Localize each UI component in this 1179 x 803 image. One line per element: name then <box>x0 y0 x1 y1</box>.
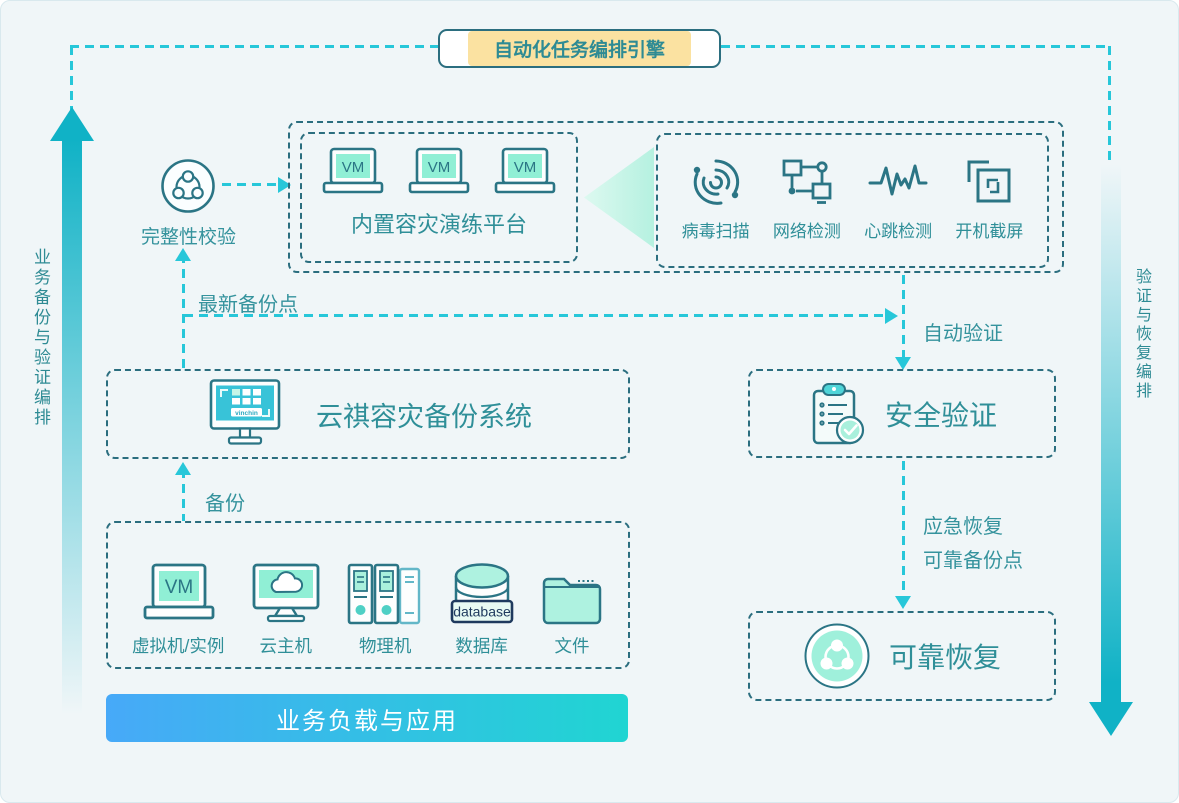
orchestration-engine-banner: 自动化任务编排引擎 <box>438 29 721 68</box>
verification-outer-box <box>288 121 1064 273</box>
svg-text:VM: VM <box>165 577 194 598</box>
integrity-check-node <box>160 158 216 219</box>
edge-secure-to-recovery <box>902 461 905 598</box>
virus-scan-icon <box>693 159 739 205</box>
connector-top-left-vertical <box>70 46 73 110</box>
drill-platform-box: VM VM VM 内置容灾演练平台 <box>300 132 578 263</box>
heartbeat-icon <box>868 164 928 196</box>
edge-secure-to-recovery-arrowhead <box>895 596 911 609</box>
orchestration-engine-label: 自动化任务编排引擎 <box>467 31 691 66</box>
boot-screenshot-icon <box>967 160 1011 203</box>
detection-panel-box: 病毒扫描 网络检测 心跳检测 <box>656 133 1049 268</box>
connector-top-right-horizontal <box>721 45 1110 48</box>
connector-top-left-horizontal <box>70 45 438 48</box>
svg-text:database: database <box>453 604 511 620</box>
drill-vm-row: VM VM VM <box>320 147 558 197</box>
svg-text:VM: VM <box>514 159 537 176</box>
edge-integrity-arrowhead <box>278 177 291 193</box>
left-flow-arrowhead <box>50 107 94 141</box>
workloads-box: VM 虚拟机/实例 云主机 <box>106 521 630 669</box>
security-verification-title: 安全验证 <box>884 399 997 431</box>
physical-server-icon <box>347 563 421 625</box>
svg-text:VM: VM <box>428 159 451 176</box>
workload-label: 云主机 <box>259 636 313 656</box>
folder-icon <box>542 577 602 625</box>
backup-label: 备份 <box>205 493 245 515</box>
latest-backup-point-label: 最新备份点 <box>198 294 298 316</box>
drill-platform-title: 内置容灾演练平台 <box>350 212 527 237</box>
left-flow-label: 业务备份与验证编排 <box>31 248 50 428</box>
network-check-icon <box>782 159 832 204</box>
edge-backupsys-to-integrity-arrowhead <box>175 248 191 261</box>
reliable-recovery-title: 可靠恢复 <box>888 642 1001 673</box>
vm-laptop-icon: VM <box>494 147 556 194</box>
left-flow-arrow-body <box>62 139 82 739</box>
edge-integrity-to-drill <box>222 183 280 186</box>
workload-label: 文件 <box>554 636 590 656</box>
svg-text:vinchin: vinchin <box>235 410 258 417</box>
workload-label: 虚拟机/实例 <box>132 636 225 656</box>
detect-label: 网络检测 <box>772 222 841 241</box>
vm-laptop-icon: VM <box>408 147 470 194</box>
vm-laptop-icon: VM <box>143 563 215 620</box>
detect-label: 病毒扫描 <box>681 222 750 241</box>
backup-system-title: 云祺容灾备份系统 <box>316 401 532 432</box>
right-flow-label: 验证与恢复编排 <box>1133 268 1150 401</box>
vinchin-monitor-icon: vinchin <box>209 379 281 445</box>
workload-label: 数据库 <box>455 636 508 656</box>
integrity-share-icon <box>161 159 215 213</box>
emergency-recovery-label: 应急恢复 <box>923 516 1003 538</box>
detect-item-network: 网络检测 <box>773 157 841 242</box>
detect-item-virus: 病毒扫描 <box>682 157 750 242</box>
edge-detect-to-secure-arrowhead <box>895 357 911 370</box>
edge-backupsys-to-integrity <box>182 254 185 369</box>
vm-laptop-icon: VM <box>322 147 384 194</box>
edge-sources-to-backupsys <box>182 469 185 521</box>
detect-label: 心跳检测 <box>864 222 933 241</box>
workload-item-cloud-host: 云主机 <box>250 553 322 658</box>
backup-system-box: vinchin 云祺容灾备份系统 <box>106 369 630 459</box>
connector-top-right-vertical <box>1108 46 1111 164</box>
workload-banner-label: 业务负载与应用 <box>276 707 458 735</box>
security-verification-box: 安全验证 <box>748 369 1056 458</box>
edge-detect-to-secure <box>902 275 905 359</box>
workload-item-physical: 物理机 <box>347 553 423 658</box>
workload-item-database: database 数据库 <box>449 553 515 658</box>
workload-banner: 业务负载与应用 <box>106 694 628 742</box>
auto-verification-label: 自动验证 <box>923 323 1003 345</box>
edge-sources-to-backupsys-arrowhead <box>175 462 191 475</box>
reliable-recovery-box: 可靠恢复 <box>748 611 1056 701</box>
cloud-host-icon <box>252 563 320 623</box>
detect-label: 开机截屏 <box>955 222 1024 241</box>
integrity-check-label: 完整性校验 <box>141 227 237 248</box>
recovery-share-icon <box>804 623 870 689</box>
detect-item-heartbeat: 心跳检测 <box>864 157 932 242</box>
workload-item-vm: VM 虚拟机/实例 <box>132 553 224 658</box>
svg-text:VM: VM <box>342 159 365 176</box>
right-flow-arrowhead <box>1089 702 1133 736</box>
workload-item-file: 文件 <box>540 553 604 658</box>
clipboard-check-icon <box>812 382 865 444</box>
reliable-backup-point-label: 可靠备份点 <box>923 550 1023 572</box>
edge-latest-backup-arrowhead <box>885 308 898 324</box>
edge-latest-backup-horizontal <box>184 314 887 317</box>
right-flow-arrow-body <box>1101 164 1121 704</box>
database-icon: database <box>450 563 513 624</box>
workload-label: 物理机 <box>358 636 412 656</box>
detect-item-screenshot: 开机截屏 <box>955 157 1023 242</box>
